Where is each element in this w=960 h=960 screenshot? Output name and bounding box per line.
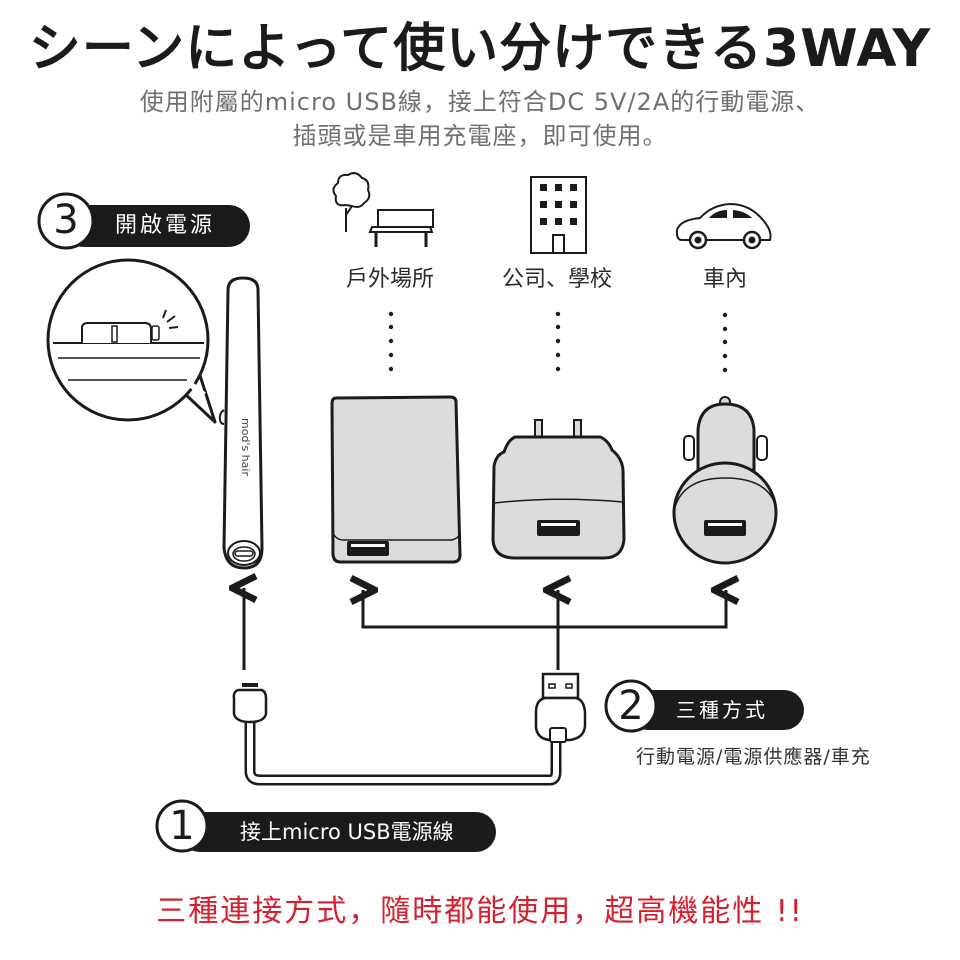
- micro-usb-cable: [232, 672, 587, 786]
- footer-tagline: 三種連接方式，隨時都能使用，超高機能性 !!: [156, 894, 804, 929]
- product-device: [218, 276, 264, 570]
- page-title: シーンによって使い分けできる3WAY: [28, 19, 932, 79]
- office-building-icon: [530, 176, 587, 254]
- step-2-label: 三種方式: [676, 698, 768, 722]
- car-icon: [675, 202, 772, 250]
- subtitle-line-2: 插頭或是車用充電座，即可使用。: [292, 122, 668, 150]
- step-1-label: 接上micro USB電源線: [240, 820, 454, 844]
- car-charger-icon: [672, 396, 778, 565]
- step-1-badge: [155, 799, 496, 853]
- place-label-office-school: 公司、學校: [501, 267, 612, 292]
- dotted-connectors: [388, 311, 728, 373]
- power-bank-icon: [330, 395, 462, 564]
- step-2-number: 2: [618, 683, 644, 729]
- place-label-outdoor: 戶外場所: [345, 267, 434, 292]
- switch-zoom-bubble: [46, 258, 217, 424]
- step-1-number: 1: [169, 803, 195, 849]
- park-bench-icon: [332, 172, 434, 247]
- step-2-detail: 行動電源/電源供應器/車充: [636, 746, 871, 768]
- product-brand-logo: mod's hair: [239, 418, 252, 476]
- place-label-car: 車內: [702, 267, 747, 292]
- connection-arrows: [244, 588, 726, 670]
- wall-adapter-icon: [491, 419, 626, 560]
- step-3-label: 開啟電源: [115, 213, 216, 238]
- step-3-badge: [37, 192, 250, 250]
- step-3-number: 3: [53, 197, 79, 243]
- step-2-badge: [604, 679, 804, 733]
- subtitle-line-1: 使用附屬的micro USB線，接上符合DC 5V/2A的行動電源、: [139, 88, 821, 116]
